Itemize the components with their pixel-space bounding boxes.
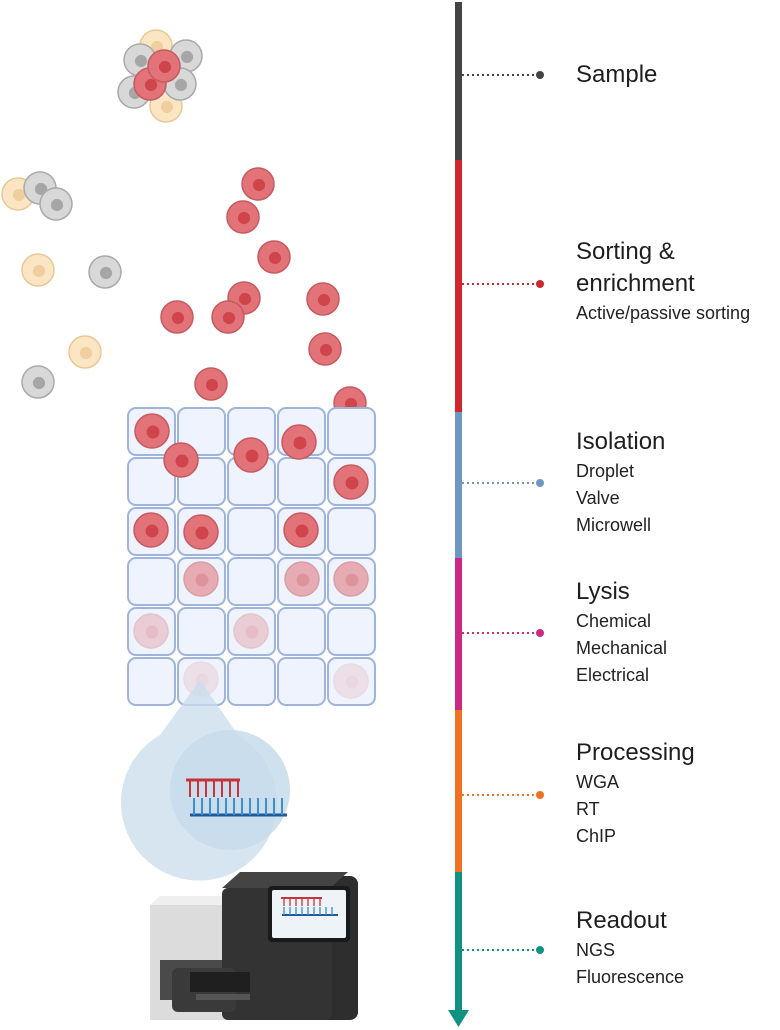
microwell [277, 607, 326, 656]
cell-icon [226, 200, 260, 234]
cell-icon [134, 413, 170, 449]
timeline-segment [455, 710, 462, 872]
cell-icon [233, 613, 269, 649]
cell-icon [233, 437, 269, 473]
microwell [127, 607, 176, 656]
stage-subtitle: Droplet [576, 461, 635, 481]
stage-subtitle: Mechanical [576, 638, 668, 658]
sequencer-icon [150, 872, 358, 1020]
stage-subtitle: Chemical [576, 611, 652, 631]
cell-icon [257, 240, 291, 274]
microwell [127, 557, 176, 606]
cell-icon [194, 367, 228, 401]
dna-strand-icon [186, 778, 287, 817]
cell-icon [163, 442, 199, 478]
cell-icon [241, 167, 275, 201]
cell-icon [183, 561, 219, 597]
sample-cell-cluster [117, 29, 203, 123]
cell-icon [283, 512, 319, 548]
microwell [227, 607, 276, 656]
stage-sorting: Sorting & enrichment Active/passive sort… [576, 236, 750, 327]
cell-icon [21, 365, 55, 399]
stage-subtitle: Fluorescence [576, 967, 685, 987]
cell-icon [147, 49, 181, 83]
cell-icon [333, 561, 369, 597]
cell-icon [133, 613, 169, 649]
timeline-segment [455, 412, 462, 558]
timeline-segment [455, 2, 462, 160]
cell-icon [68, 335, 102, 369]
stage-title: Processing [576, 739, 695, 766]
cell-icon [133, 512, 169, 548]
stage-dot [536, 71, 544, 79]
stage-subtitle: Microwell [576, 515, 652, 535]
microwell [227, 657, 276, 706]
stage-title: Lysis [576, 578, 630, 605]
scattered-cells [1, 167, 367, 420]
microwell [227, 507, 276, 556]
cell-icon [284, 561, 320, 597]
timeline-segment [455, 160, 462, 412]
microwell [127, 457, 176, 506]
microwell [277, 657, 326, 706]
stage-title: Sample [576, 61, 658, 88]
cell-icon [183, 514, 219, 550]
cell-icon [281, 424, 317, 460]
stage-dot [536, 629, 544, 637]
stage-readout: Readout NGS Fluorescence [576, 905, 684, 991]
well-cells [133, 413, 369, 699]
microwell [177, 607, 226, 656]
stage-lysis: Lysis Chemical Mechanical Electrical [576, 576, 667, 689]
stage-title: Isolation [576, 428, 666, 455]
stage-dot [536, 479, 544, 487]
stage-processing: Processing WGA RT ChIP [576, 737, 695, 850]
stage-subtitle: Active/passive sorting [576, 303, 751, 323]
cell-icon [21, 253, 55, 287]
stage-isolation: Isolation Droplet Valve Microwell [576, 426, 665, 539]
magnifier-bubble [121, 680, 290, 881]
stage-sample: Sample [576, 59, 657, 91]
timeline-segment [455, 558, 462, 710]
timeline [448, 2, 469, 1027]
cell-icon [306, 282, 340, 316]
stage-connectors [462, 71, 544, 954]
microwell [127, 657, 176, 706]
cell-icon [333, 663, 369, 699]
microwell [327, 407, 376, 456]
stage-subtitle: Valve [576, 488, 620, 508]
cell-icon [39, 187, 73, 221]
cell-icon [333, 464, 369, 500]
microwell [327, 607, 376, 656]
timeline-arrowhead [448, 1010, 469, 1027]
microwell [177, 407, 226, 456]
timeline-segment [455, 872, 462, 1012]
stage-dot [536, 280, 544, 288]
cell-icon [88, 255, 122, 289]
stage-title: Sorting & enrichment [576, 238, 695, 297]
microwell [277, 457, 326, 506]
cell-icon [160, 300, 194, 334]
microwell [227, 557, 276, 606]
cell-icon [308, 332, 342, 366]
stage-dot [536, 946, 544, 954]
stage-subtitle: NGS [576, 940, 616, 960]
stage-subtitle: ChIP [576, 826, 617, 846]
stage-subtitle: RT [576, 799, 600, 819]
stage-subtitle: Electrical [576, 665, 650, 685]
stage-subtitle: WGA [576, 772, 619, 792]
stage-dot [536, 791, 544, 799]
stage-title: Readout [576, 907, 667, 934]
microwell [327, 657, 376, 706]
microwell [327, 507, 376, 556]
cell-icon [211, 300, 245, 334]
